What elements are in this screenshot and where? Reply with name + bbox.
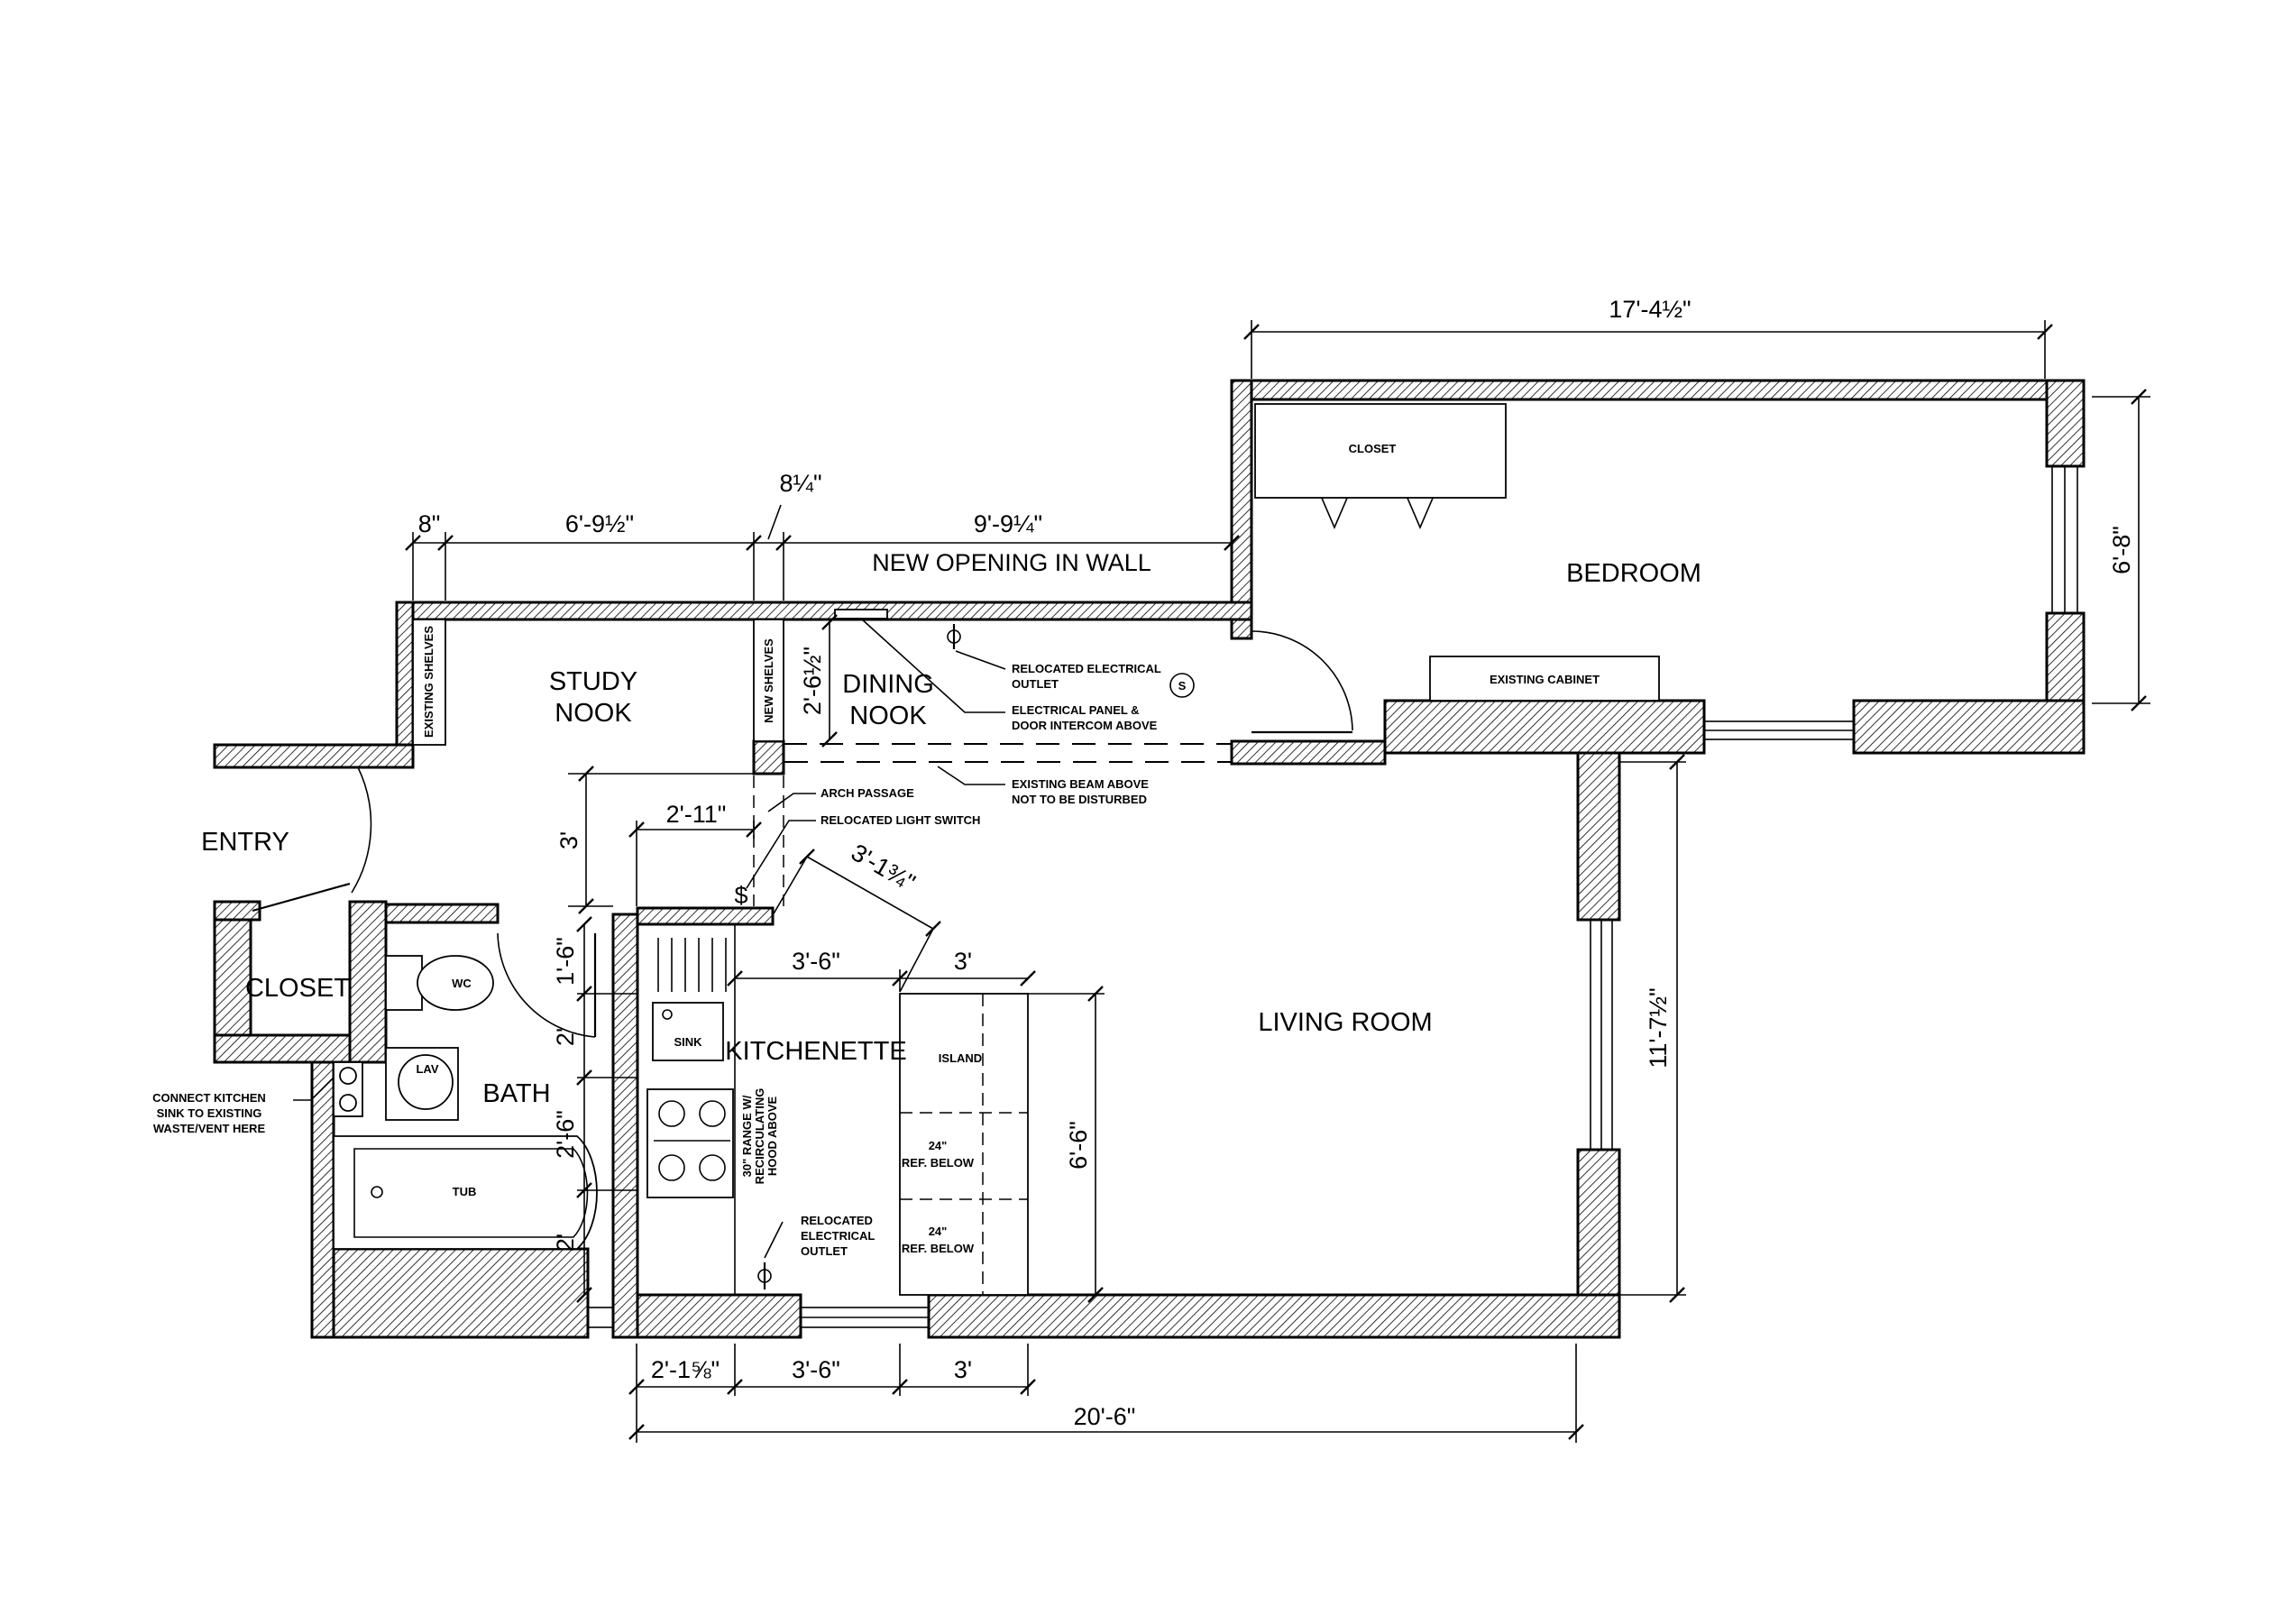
switch-note: RELOCATED LIGHT SWITCH — [821, 813, 980, 827]
dimensions: 17'-4½" 6'-8" 8" 6'-9½" 8¼" 9'-9¼" 2'-6½… — [405, 296, 2150, 1443]
dim-dining-width: 9'-9¼" — [974, 510, 1042, 537]
light-switch-symbol: $ — [734, 882, 747, 909]
dining-label-line1: DINING — [842, 670, 934, 699]
panel-note-line2: DOOR INTERCOM ABOVE — [1012, 719, 1158, 732]
study-label-line1: STUDY — [549, 667, 637, 696]
ref-b-line2: REF. BELOW — [902, 1242, 975, 1255]
relocated-outlet-top-line1: RELOCATED ELECTRICAL — [1012, 662, 1161, 675]
island-label: ISLAND — [939, 1051, 982, 1065]
room-labels: BEDROOM STUDY NOOK DINING NOOK ENTRY CLO… — [201, 559, 1701, 1108]
dim-partition: 8¼" — [779, 470, 821, 497]
bedroom-closet-label: CLOSET — [1349, 442, 1397, 455]
dim-arch-width: 2'-11" — [666, 801, 727, 828]
kitchen-outlet-line3: OUTLET — [801, 1244, 848, 1258]
range-label-line2: RECIRCULATING — [753, 1088, 766, 1185]
relocated-outlet-top-line2: OUTLET — [1012, 677, 1059, 691]
new-opening-note: NEW OPENING IN WALL — [872, 549, 1151, 576]
bath-label: BATH — [482, 1079, 550, 1108]
dim-bottom-c: 3' — [954, 1356, 972, 1383]
beam-note-line1: EXISTING BEAM ABOVE — [1012, 777, 1149, 791]
dim-bedroom-width: 17'-4½" — [1609, 296, 1691, 323]
range-label-line3: HOOD ABOVE — [766, 1096, 779, 1176]
dim-overall: 20'-6" — [1074, 1403, 1136, 1430]
kitchen-outlet-line2: ELECTRICAL — [801, 1229, 875, 1243]
entry-closet-label: CLOSET — [245, 974, 350, 1003]
ref-b-line1: 24" — [929, 1225, 948, 1238]
dim-diagonal: 3'-1¾" — [847, 839, 920, 896]
existing-cabinet-label: EXISTING CABINET — [1490, 673, 1600, 686]
new-shelves-label: NEW SHELVES — [762, 638, 775, 723]
dim-arch-depth: 3' — [555, 831, 582, 849]
entry-label: ENTRY — [201, 828, 289, 857]
living-room-label: LIVING ROOM — [1258, 1008, 1432, 1037]
lav-label: LAV — [416, 1062, 438, 1076]
kitchen-outlet-line1: RELOCATED — [801, 1214, 873, 1227]
dim-bath-d: 2' — [552, 1234, 579, 1252]
dim-bottom-b: 3'-6" — [792, 1356, 840, 1383]
wc-label: WC — [452, 977, 472, 990]
dim-bottom-a: 2'-1⅝" — [651, 1356, 720, 1383]
sink-label: SINK — [674, 1035, 702, 1049]
tub-label: TUB — [453, 1185, 477, 1198]
panel-note-line1: ELECTRICAL PANEL & — [1012, 703, 1140, 717]
study-label-line2: NOOK — [555, 699, 632, 728]
dim-island-length: 6'-6" — [1065, 1121, 1092, 1170]
dim-bath-a: 1'-6" — [552, 937, 579, 986]
dim-dining-depth: 2'-6½" — [799, 647, 826, 715]
connect-note-line1: CONNECT KITCHEN — [152, 1091, 266, 1105]
dim-bath-c: 2'-6" — [552, 1110, 579, 1159]
ref-a-line1: 24" — [929, 1139, 948, 1152]
doors — [230, 495, 1470, 1038]
fixtures: CLOSET EXISTING CABINET EXISTING SHELVES… — [333, 403, 1660, 1296]
dim-run-2: 3' — [954, 948, 972, 975]
notes: NEW OPENING IN WALL RELOCATED ELECTRICAL… — [152, 549, 1161, 1259]
ref-a-line2: REF. BELOW — [902, 1156, 975, 1170]
windows — [587, 465, 2078, 1328]
smoke-detector-symbol: S — [1178, 679, 1187, 693]
kitchenette-label: KITCHENETTE — [725, 1037, 906, 1066]
beam-note-line2: NOT TO BE DISTURBED — [1012, 793, 1147, 806]
connect-note-line2: SINK TO EXISTING — [157, 1106, 262, 1120]
connect-note-line3: WASTE/VENT HERE — [153, 1122, 266, 1135]
existing-shelves-label: EXISTING SHELVES — [422, 626, 435, 738]
range-label-line1: 30" RANGE W/ — [740, 1095, 754, 1177]
dining-label-line2: NOOK — [849, 702, 927, 730]
dim-living-depth: 11'-7½" — [1645, 987, 1672, 1068]
arch-note: ARCH PASSAGE — [821, 786, 914, 800]
dim-wall-8: 8" — [418, 510, 441, 537]
bedroom-label: BEDROOM — [1566, 559, 1701, 588]
dim-bedroom-depth: 6'-8" — [2108, 526, 2135, 574]
dim-run-1: 3'-6" — [792, 948, 840, 975]
dim-study-width: 6'-9½" — [565, 510, 634, 537]
dim-bath-b: 2' — [552, 1028, 579, 1046]
